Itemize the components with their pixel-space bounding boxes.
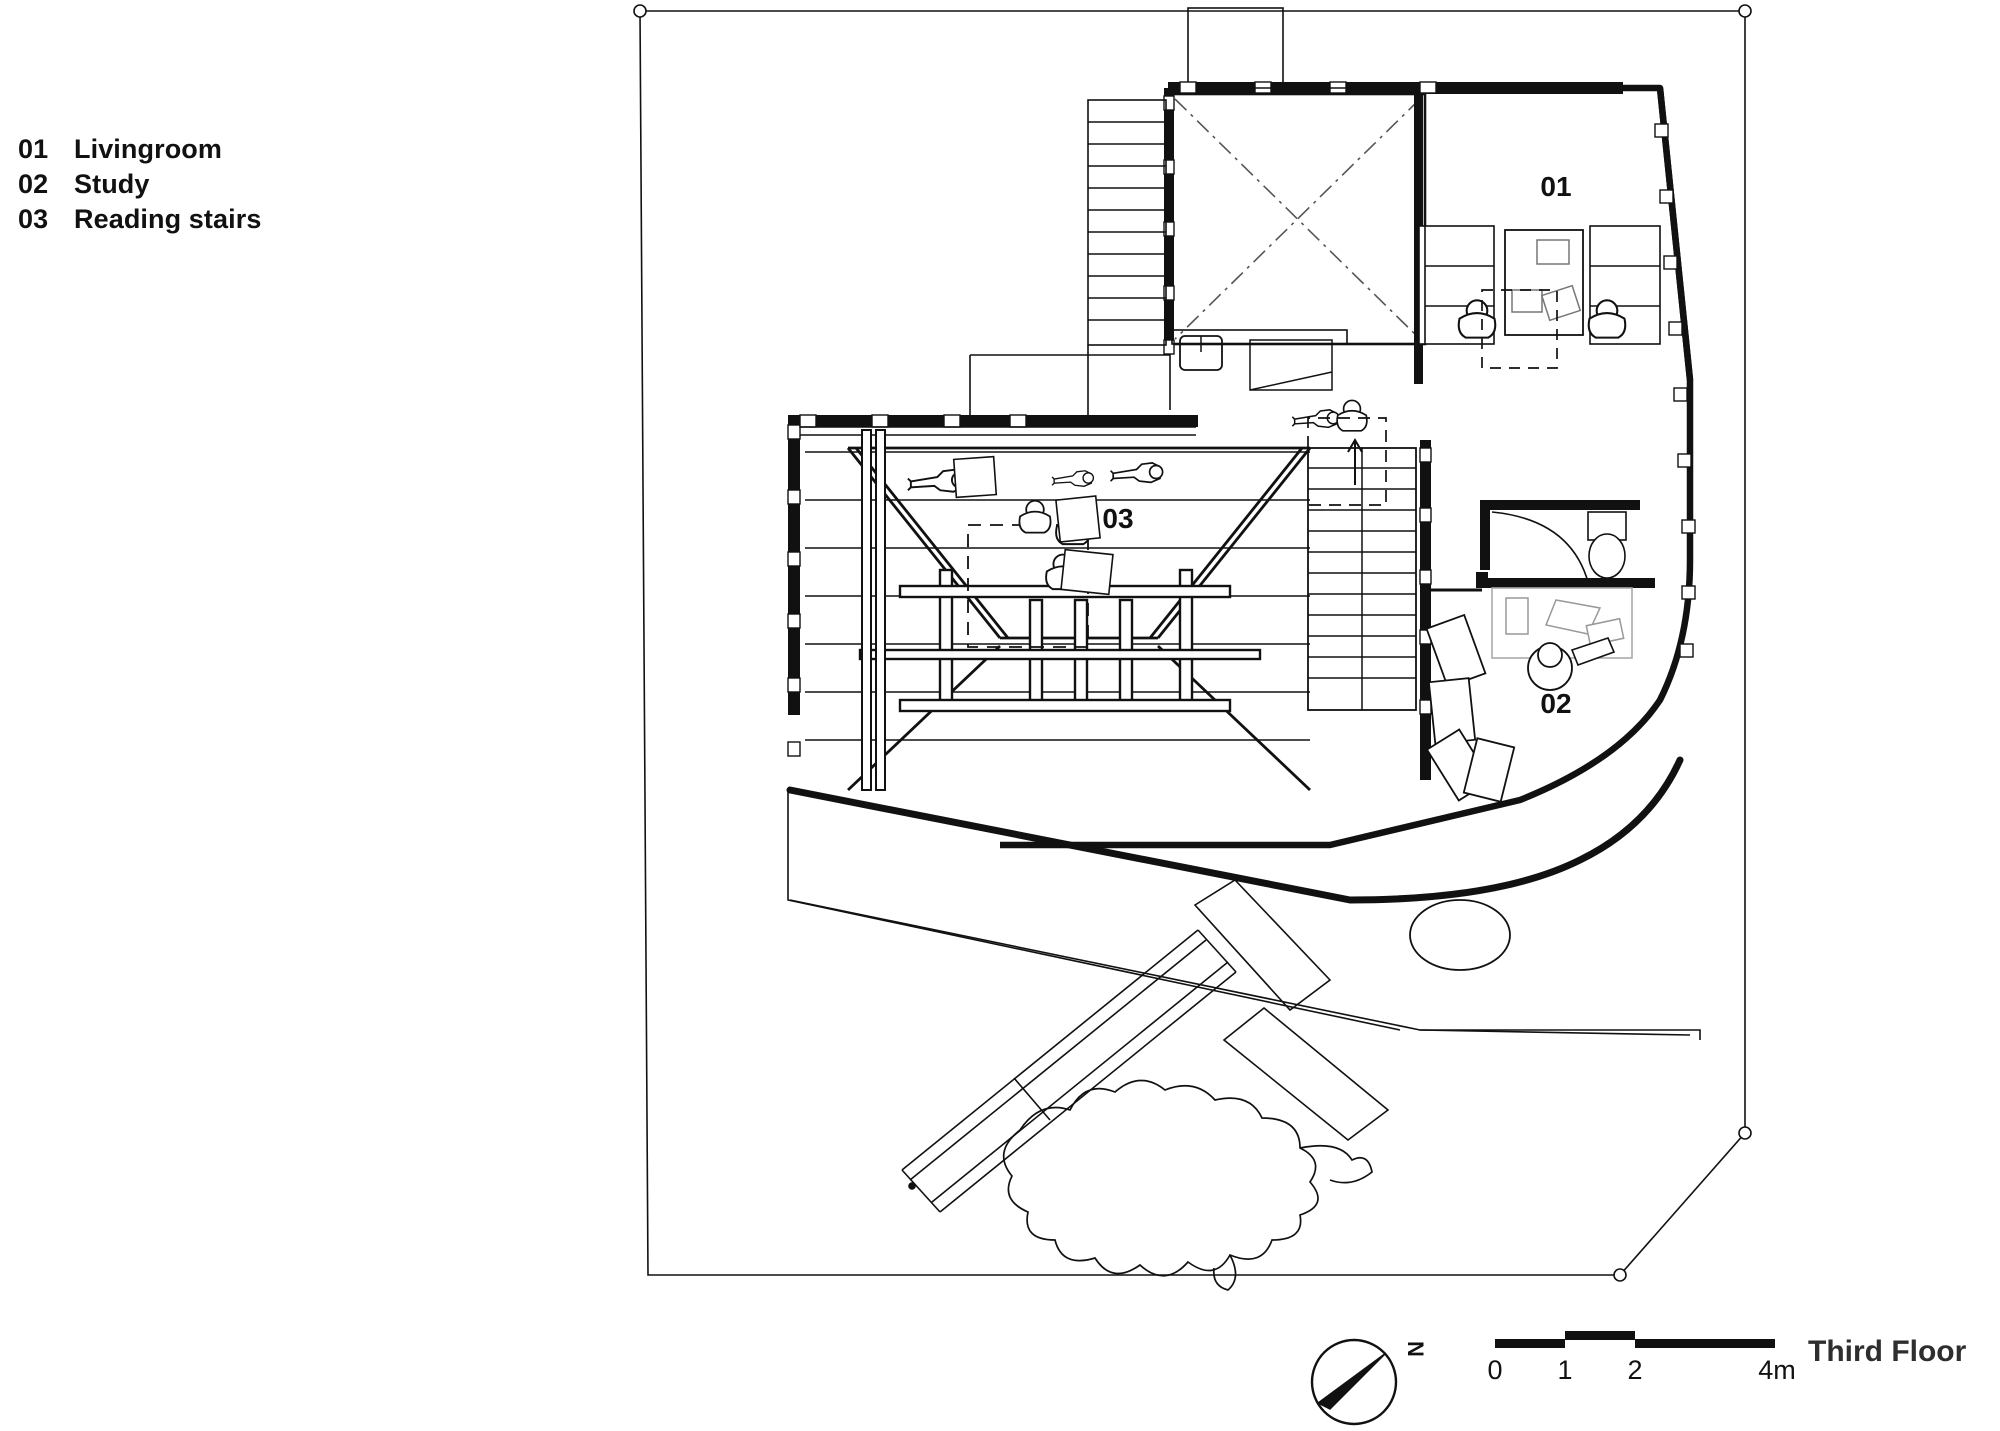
void-over-symbol <box>1174 98 1421 340</box>
prop-book <box>952 455 1114 596</box>
room-study <box>1420 500 1696 691</box>
compass-north-label: N <box>1403 1341 1428 1357</box>
figure-person-at-desk <box>1527 637 1616 691</box>
legend-item: 02 Study <box>18 167 398 202</box>
legend-item-number: 03 <box>18 204 49 235</box>
room-label-02: 02 <box>1540 688 1571 719</box>
reading-bowl-edges <box>846 446 1312 792</box>
north-block <box>969 7 1623 420</box>
railing-structure <box>858 568 1262 713</box>
legend-item-number: 02 <box>18 169 49 200</box>
scale-tick-label: 0 <box>1487 1355 1503 1385</box>
terrace-and-roof <box>786 756 1684 1031</box>
compass-rose: N <box>1310 1338 1428 1426</box>
site-boundary <box>633 4 1752 1282</box>
site-corner-marker <box>1613 1268 1627 1282</box>
legend-item-label: Reading stairs <box>74 204 262 235</box>
furniture-loose-panels <box>1425 613 1516 803</box>
entry-ramp <box>901 878 1390 1213</box>
scale-bar: 0 1 2 4m <box>1487 1331 1796 1431</box>
facade-mullions <box>1679 585 1696 658</box>
figure-person <box>1109 462 1164 484</box>
scale-tick-label: 4m <box>1758 1355 1796 1385</box>
room-label-01: 01 <box>1540 171 1571 202</box>
facade-mullions <box>1654 123 1696 534</box>
fixture-toilet <box>1587 511 1627 579</box>
legend-item: 01 Livingroom <box>18 132 398 167</box>
dashed-stair-above <box>1307 417 1387 506</box>
landscape-tree-canopy <box>1002 1079 1373 1291</box>
room-livingroom <box>1414 94 1696 534</box>
room-reading-stairs <box>787 399 1368 792</box>
legend-item: 03 Reading stairs <box>18 202 398 237</box>
room-legend: 01 Livingroom 02 Study 03 Reading stairs <box>18 132 398 237</box>
figure-person <box>1018 499 1052 534</box>
legend-item-label: Livingroom <box>74 134 222 164</box>
figure-person <box>1336 399 1368 432</box>
dashed-overhead-outline <box>1481 289 1558 369</box>
legend-item-label: Study <box>74 169 150 200</box>
scale-segment <box>1495 1339 1565 1348</box>
stair-up-arrow <box>1347 438 1363 485</box>
figure-person <box>1051 470 1095 487</box>
kitchenette-sink <box>1171 329 1348 391</box>
scale-tick-label: 1 <box>1557 1355 1573 1385</box>
landscape-planter <box>1409 899 1511 971</box>
site-corner-marker <box>1738 4 1752 18</box>
site-corner-marker <box>1738 1126 1752 1140</box>
furniture-table <box>1504 229 1584 336</box>
room-label-03: 03 <box>1102 503 1133 534</box>
facade-mullions <box>799 414 1027 428</box>
stair-main <box>1307 417 1432 780</box>
wall-window-marks <box>1163 95 1175 355</box>
furniture-desk <box>1491 587 1633 659</box>
scale-segment <box>1635 1339 1775 1348</box>
facade-mullions <box>787 424 801 757</box>
drawing-footer: N 0 1 2 4m Third Floor <box>1300 1325 1990 1430</box>
stair-north <box>1087 99 1167 420</box>
scale-tick-label: 2 <box>1627 1355 1643 1385</box>
compass-needle <box>1316 1352 1387 1410</box>
railing-posts <box>861 429 886 791</box>
facade-mullions <box>1419 447 1432 715</box>
scale-segment <box>1565 1331 1635 1340</box>
figure-person <box>1291 409 1340 429</box>
legend-item-number: 01 <box>18 134 49 164</box>
drawing-title: Third Floor <box>1808 1335 1967 1368</box>
site-corner-marker <box>633 4 647 18</box>
